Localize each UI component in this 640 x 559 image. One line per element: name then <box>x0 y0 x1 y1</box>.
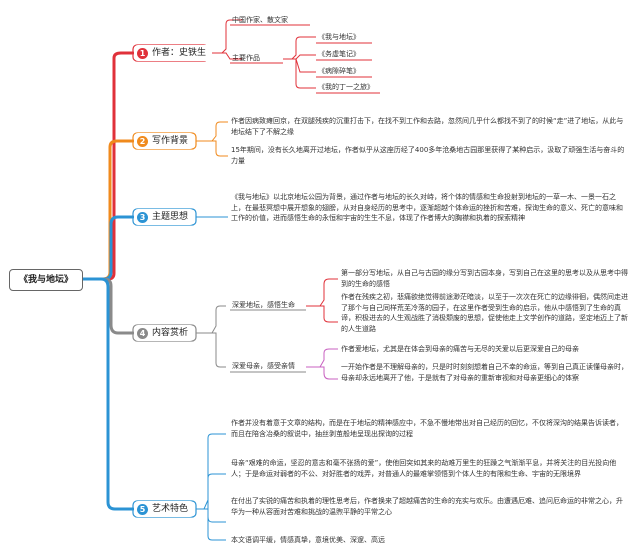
feature-text[interactable]: 在付出了实锐的痛苦和执着的理性思考后，作者换来了超越痛苦的生命的充实与欢乐。由遭… <box>231 497 623 516</box>
number-badge: 4 <box>137 327 148 339</box>
background-text[interactable]: 15年期间，没有长久地离开过地坛，作者似乎从这座历经了400多年沧桑地古园那里获… <box>231 146 625 165</box>
author-identity[interactable]: 中国作家、散文家 <box>232 16 288 24</box>
branch-label: 内容赏析 <box>152 328 189 338</box>
background-text[interactable]: 作者因病致瘫回京，在双腿残疾的沉重打击下，在找不到工作和去路，忽然间几乎什么都找… <box>231 117 624 136</box>
branch-content[interactable]: 4 内容赏析 <box>134 325 195 341</box>
number-badge: 2 <box>137 135 148 147</box>
branch-label: 艺术特色 <box>152 504 189 514</box>
number-badge: 3 <box>137 211 148 223</box>
theme-text[interactable]: 《我与地坛》以北京地坛公园为背景，通过作者与地坛的长久对峙，将个体的情感和生命投… <box>231 193 623 222</box>
content-sub-label[interactable]: 深爱地坛，感悟生命 <box>232 301 295 309</box>
work-item[interactable]: 《病隙碎笔》 <box>318 67 360 75</box>
content-text[interactable]: 第一部分写地坛，从自己与古园的缘分写到古园本身，写到自己在这里的思考以及从思考中… <box>341 269 628 288</box>
content-sub-label[interactable]: 深爱母亲，感受亲情 <box>232 362 295 370</box>
number-badge: 5 <box>137 503 148 515</box>
branch-label: 主题思想 <box>152 212 189 222</box>
number-badge: 1 <box>137 47 148 59</box>
work-item[interactable]: 《我与地坛》 <box>318 33 360 41</box>
branch-theme[interactable]: 3 主题思想 <box>134 209 195 225</box>
content-text[interactable]: 作者在残疾之初，悲痛欲绝觉得前途渺茫暗淡，以至于一次次在死亡的边缘徘徊，偶然间走… <box>341 293 628 333</box>
works-label[interactable]: 主要作品 <box>232 54 260 62</box>
content-text[interactable]: 一开始作者是不理解母亲的，只是时时刻刻想着自己不幸的命运，等到自己真正读懂母亲时… <box>341 363 628 382</box>
feature-text[interactable]: 作者并没有着意于文章的结构，而是在于地坛的精神感应中，不急不慢地带出对自己经历的… <box>231 419 623 438</box>
feature-text[interactable]: 母亲“艰难的命运，坚忍的意志和毫不张扬的爱”，使他回突如其来的劫难万里生的狂躁之… <box>231 459 617 478</box>
branch-author[interactable]: 1 作者：史铁生 <box>134 45 213 61</box>
work-item[interactable]: 《我的丁一之旅》 <box>318 83 374 91</box>
content-text[interactable]: 作者爱地坛，尤其是在体会到母亲的痛苦与无尽的关爱以后更深爱自己的母亲 <box>341 345 579 353</box>
branch-label: 写作背景 <box>152 136 189 146</box>
root-topic[interactable]: 《我与地坛》 <box>9 269 83 291</box>
branch-background[interactable]: 2 写作背景 <box>134 133 195 149</box>
work-item[interactable]: 《务虚笔记》 <box>318 50 360 58</box>
branch-label: 作者：史铁生 <box>152 48 207 58</box>
feature-text[interactable]: 本文语调平缓，情感真挚，意境优美、深邃、高远 <box>231 536 385 544</box>
branch-features[interactable]: 5 艺术特色 <box>134 501 195 517</box>
